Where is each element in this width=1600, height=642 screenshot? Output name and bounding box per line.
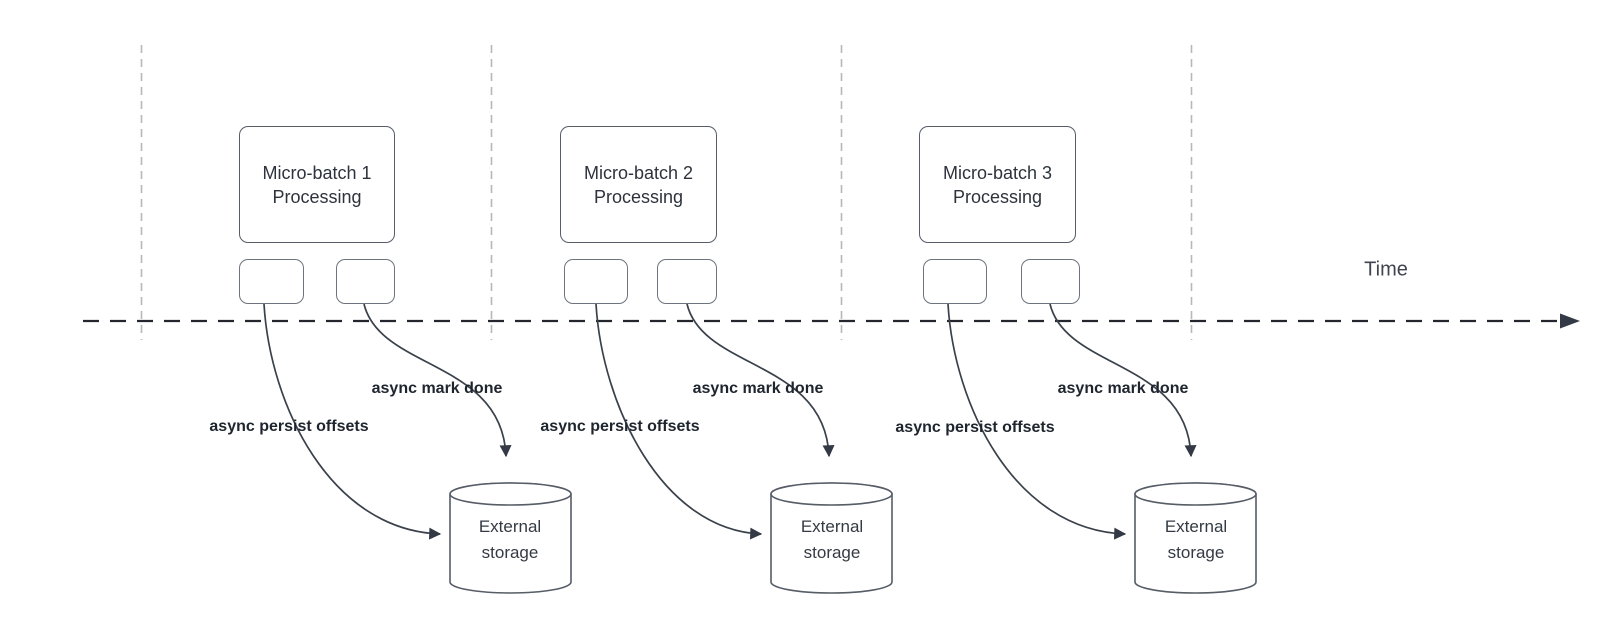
- external-storage-label: External storage: [1164, 517, 1228, 562]
- persist-offsets-arrow: [595, 303, 763, 540]
- microbatch-box-label: Micro-batch 2 Processing: [583, 162, 694, 207]
- microbatch-box-label: Micro-batch 1 Processing: [262, 162, 372, 207]
- mark-done-label: async mark done: [1057, 380, 1189, 397]
- persist-offsets-label: async persist offsets: [209, 418, 369, 435]
- microbatch-1-processing-box: Micro-batch 1 Processing: [239, 126, 395, 243]
- external-storage-label: External storage: [800, 517, 864, 562]
- microbatch-2-processing-box: Micro-batch 2 Processing: [560, 126, 717, 243]
- storage-cylinder: [1134, 482, 1257, 594]
- mark-done-arrow: [1049, 303, 1197, 458]
- mark-done-arrow: [686, 303, 835, 458]
- persist-offsets-label: async persist offsets: [895, 419, 1055, 436]
- mark-done-label: async mark done: [371, 380, 503, 397]
- done-task-rect: [336, 259, 395, 304]
- time-axis-arrowhead-icon: [1560, 313, 1580, 329]
- mark-done-label: async mark done: [692, 380, 824, 397]
- persist-offsets-arrow: [947, 303, 1127, 540]
- offset-task-rect: [239, 259, 304, 304]
- done-task-rect: [657, 259, 717, 304]
- offset-task-rect: [923, 259, 987, 304]
- microbatch-box-label: Micro-batch 3 Processing: [942, 162, 1053, 207]
- mark-done-arrow: [363, 303, 512, 458]
- persist-offsets-arrow: [263, 303, 442, 540]
- persist-offsets-label: async persist offsets: [540, 418, 700, 435]
- external-storage-label: External storage: [478, 517, 542, 562]
- done-task-rect: [1021, 259, 1080, 304]
- microbatch-3-processing-box: Micro-batch 3 Processing: [919, 126, 1076, 243]
- offset-task-rect: [564, 259, 628, 304]
- storage-cylinder: [449, 482, 572, 594]
- time-axis-label: Time: [1364, 258, 1408, 281]
- storage-cylinder: [770, 482, 893, 594]
